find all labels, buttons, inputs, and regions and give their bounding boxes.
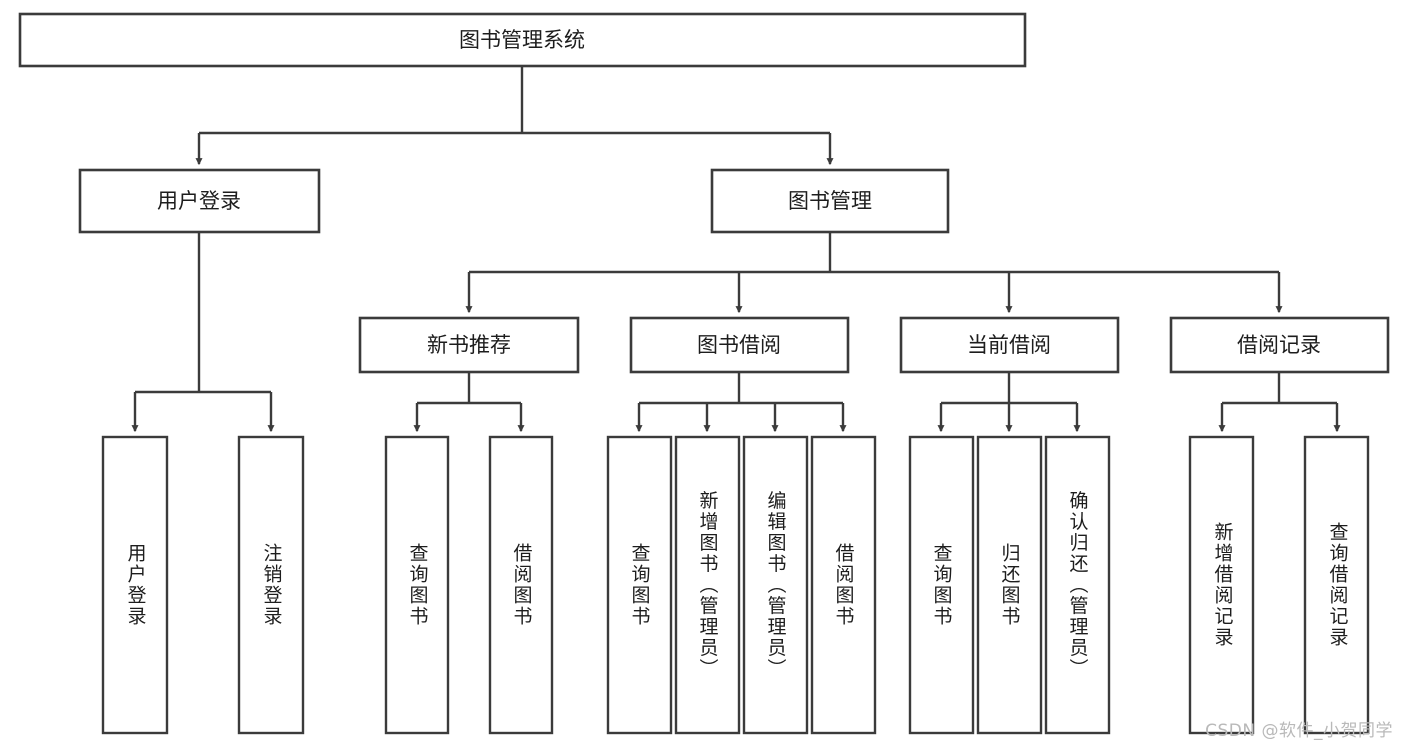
node-label-book-borrow: 图书借阅: [697, 333, 781, 357]
node-root-system[interactable]: 图书管理系统: [18, 12, 1027, 68]
leaf-node-currentborrow-query[interactable]: 查询图书: [908, 435, 975, 735]
leaf-label-bookborrow-query: 查询图书: [629, 543, 651, 627]
leaf-node-currentborrow-return[interactable]: 归还图书: [976, 435, 1043, 735]
leaf-label-borrowrecord-add: 新增借阅记录: [1212, 522, 1234, 648]
leaf-label-newbook-borrow: 借阅图书: [511, 543, 533, 627]
node-borrow-record[interactable]: 借阅记录: [1169, 316, 1390, 374]
leaf-node-currentborrow-confirm[interactable]: 确认归还（管理员）: [1044, 435, 1111, 735]
node-new-book-recommend[interactable]: 新书推荐: [358, 316, 580, 374]
connector-newbook-to-leaves: [413, 372, 525, 433]
node-label-book-management: 图书管理: [788, 189, 872, 213]
leaf-node-borrowrecord-add[interactable]: 新增借阅记录: [1188, 435, 1255, 735]
csdn-watermark: CSDN @软件_小贺同学: [1205, 721, 1393, 741]
leaf-label-bookborrow-edit: 编辑图书（管理员）: [765, 490, 787, 679]
connector-currentborrow-to-leaves: [937, 372, 1081, 433]
leaf-label-newbook-query: 查询图书: [407, 543, 429, 627]
leaf-node-bookborrow-add[interactable]: 新增图书（管理员）: [674, 435, 741, 735]
leaf-node-user-login-logout[interactable]: 注销登录: [237, 435, 305, 735]
connector-root-to-level2: [195, 66, 834, 166]
leaf-node-borrowrecord-query[interactable]: 查询借阅记录: [1303, 435, 1370, 735]
leaf-label-currentborrow-return: 归还图书: [999, 543, 1021, 627]
leaf-label-bookborrow-add: 新增图书（管理员）: [697, 490, 719, 679]
node-user-login[interactable]: 用户登录: [78, 168, 321, 234]
connector-bookborrow-to-leaves: [635, 372, 847, 433]
leaf-node-newbook-query[interactable]: 查询图书: [384, 435, 450, 735]
node-book-borrow[interactable]: 图书借阅: [629, 316, 850, 374]
leaf-label-currentborrow-query: 查询图书: [931, 543, 953, 627]
leaf-label-currentborrow-confirm: 确认归还（管理员）: [1067, 490, 1089, 679]
node-label-root: 图书管理系统: [459, 28, 585, 52]
leaf-node-bookborrow-borrow[interactable]: 借阅图书: [810, 435, 877, 735]
connector-userlogin-to-leaves: [131, 232, 275, 433]
leaf-node-bookborrow-query[interactable]: 查询图书: [606, 435, 673, 735]
node-current-borrow[interactable]: 当前借阅: [899, 316, 1120, 374]
leaf-node-user-login-login[interactable]: 用户登录: [101, 435, 169, 735]
node-book-management[interactable]: 图书管理: [710, 168, 950, 234]
connector-borrowrecord-to-leaves: [1218, 372, 1341, 433]
leaf-label-user-login-login: 用户登录: [125, 543, 147, 627]
leaf-label-bookborrow-borrow: 借阅图书: [833, 543, 855, 627]
leaf-node-newbook-borrow[interactable]: 借阅图书: [488, 435, 554, 735]
leaf-label-user-login-logout: 注销登录: [261, 543, 283, 627]
leaf-label-borrowrecord-query: 查询借阅记录: [1327, 522, 1349, 648]
node-label-user-login: 用户登录: [157, 189, 241, 213]
node-label-current-borrow: 当前借阅: [967, 333, 1051, 357]
leaf-node-bookborrow-edit[interactable]: 编辑图书（管理员）: [742, 435, 809, 735]
node-label-borrow-record: 借阅记录: [1237, 333, 1321, 357]
connector-booksys-to-level3: [465, 232, 1283, 314]
node-label-new-book-recommend: 新书推荐: [427, 333, 511, 357]
